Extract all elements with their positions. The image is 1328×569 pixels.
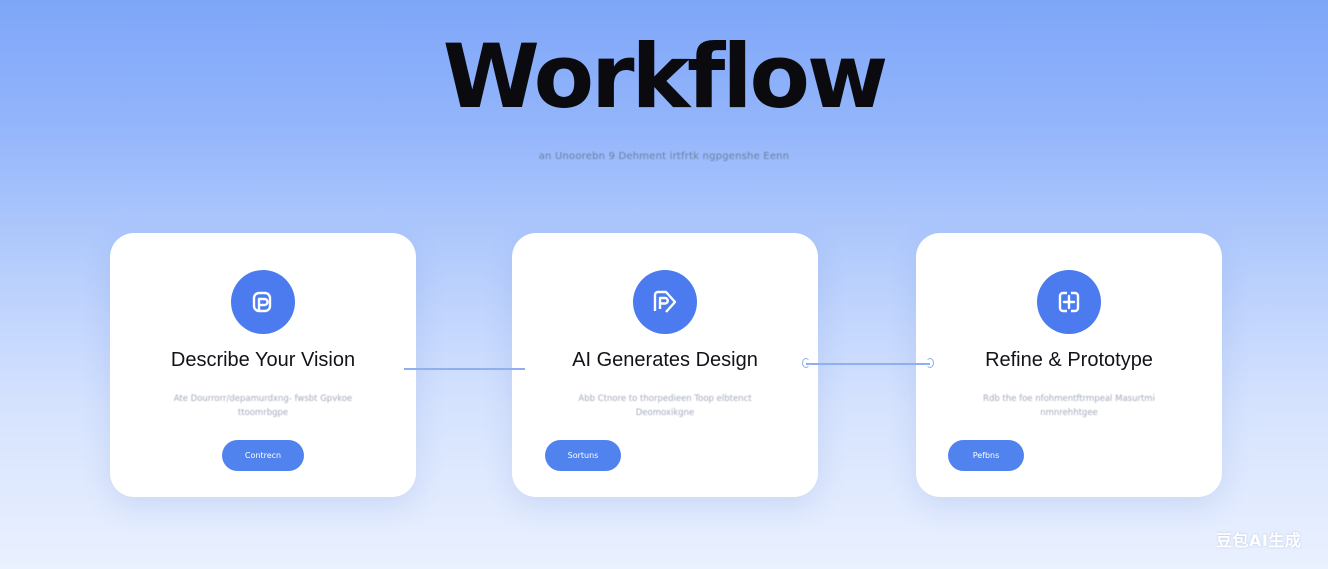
document-forward-icon [633, 270, 697, 334]
card-description: Rdb the foe nfohmentftrmpeal Masurtmi nm… [983, 394, 1155, 418]
card-title: AI Generates Design [572, 349, 758, 371]
card-action-button[interactable]: Contrecn [222, 440, 304, 471]
card-description: Abb Ctnore to thorpedieen Toop elbtenct … [578, 394, 752, 418]
workflow-card-refine: Refine & Prototype Rdb the foe nfohmentf… [916, 233, 1222, 497]
workflow-card-describe: Describe Your Vision Ate Dourrorr/depamu… [110, 233, 416, 497]
connector-node [802, 358, 810, 368]
connector-line [404, 368, 525, 370]
refine-cross-icon [1037, 270, 1101, 334]
page-title: Workflow [442, 25, 889, 128]
card-title: Describe Your Vision [170, 349, 356, 371]
workflow-card-generate: AI Generates Design Abb Ctnore to thorpe… [512, 233, 818, 497]
connector-node [926, 358, 934, 368]
connector-line [806, 363, 930, 365]
document-p-icon [231, 270, 295, 334]
watermark: 豆包AI生成 [1216, 531, 1302, 550]
card-title: Refine & Prototype [985, 349, 1153, 371]
page-subtitle: an Unoorebn 9 Dehment irtfrtk ngpgenshe … [538, 151, 790, 162]
card-description: Ate Dourrorr/depamurdxng- fwsbt Gpvkoe t… [173, 394, 353, 418]
card-action-button[interactable]: Pefbns [948, 440, 1024, 471]
card-action-button[interactable]: Sortuns [545, 440, 621, 471]
